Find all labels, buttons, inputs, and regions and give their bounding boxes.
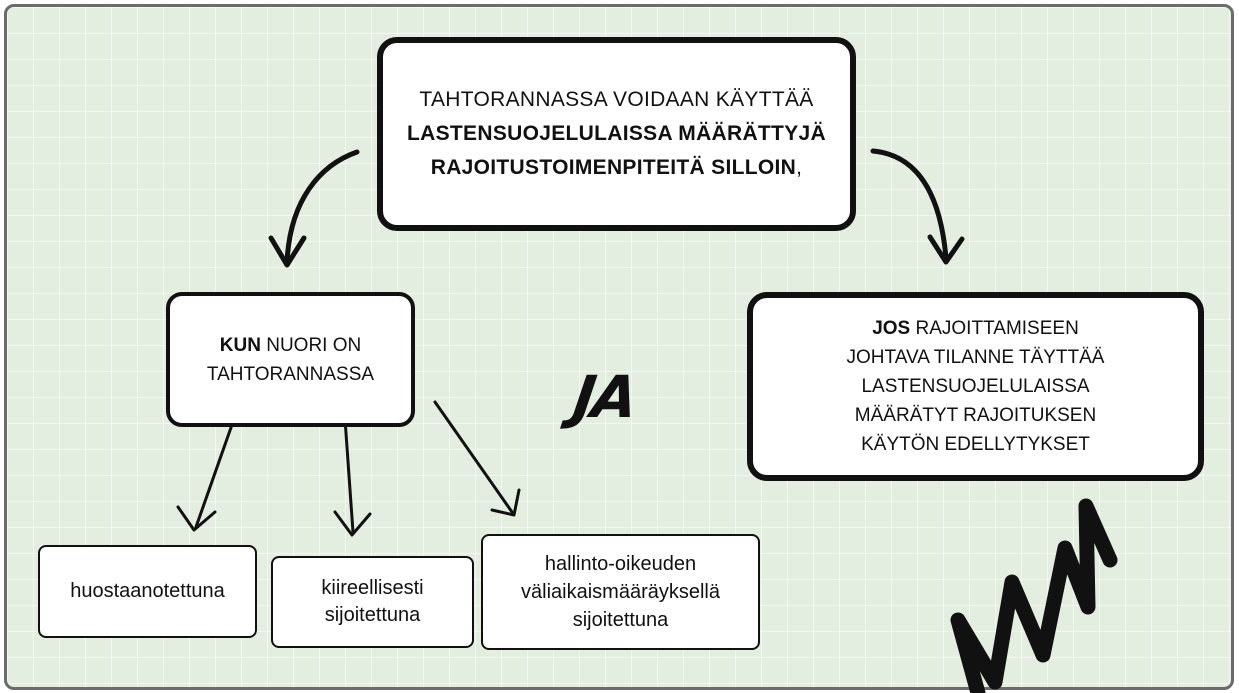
leaf-kiireellisesti: kiireellisesti sijoitettuna [271, 556, 474, 648]
leaf-3-line-2: väliaikaismääräyksellä [521, 581, 720, 603]
jos-line-1: JOS RAJOITTAMISEEN [872, 318, 1079, 339]
leaf-hallinto-oikeus: hallinto-oikeuden väliaikaismääräyksellä… [481, 534, 760, 650]
kun-line-2: TAHTORANNASSA [206, 363, 375, 385]
kun-condition-box: KUN NUORI ON TAHTORANNASSA [166, 292, 415, 427]
top-line-2: LASTENSUOJELULAISSA MÄÄRÄTTYJÄ [407, 122, 826, 145]
leaf-3-line-3: sijoitettuna [572, 609, 669, 631]
kun-line-1: KUN NUORI ON [219, 334, 362, 356]
jos-condition-box: JOS RAJOITTAMISEEN JOHTAVA TILANNE TÄYTT… [747, 292, 1204, 481]
leaf-1-text: huostaanotettuna [70, 580, 225, 602]
leaf-3-line-1: hallinto-oikeuden [544, 553, 697, 575]
top-line-3: RAJOITUSTOIMENPITEITÄ SILLOIN, [430, 156, 803, 179]
jos-line-2: JOHTAVA TILANNE TÄYTTÄÄ [846, 347, 1105, 368]
jos-line-4: MÄÄRÄTYT RAJOITUKSEN [854, 405, 1097, 426]
jos-line-3: LASTENSUOJELULAISSA [861, 376, 1090, 397]
top-statement-box: TAHTORANNASSA VOIDAAN KÄYTTÄÄ LASTENSUOJ… [377, 37, 856, 231]
leaf-2-line-2: sijoitettuna [324, 604, 421, 626]
leaf-huostaanotettuna: huostaanotettuna [38, 545, 257, 638]
ja-connector-label: JA [569, 363, 640, 431]
jos-line-5: KÄYTÖN EDELLYTYKSET [861, 434, 1090, 455]
top-line-1: TAHTORANNASSA VOIDAAN KÄYTTÄÄ [419, 88, 814, 111]
leaf-2-line-1: kiireellisesti [321, 577, 424, 599]
